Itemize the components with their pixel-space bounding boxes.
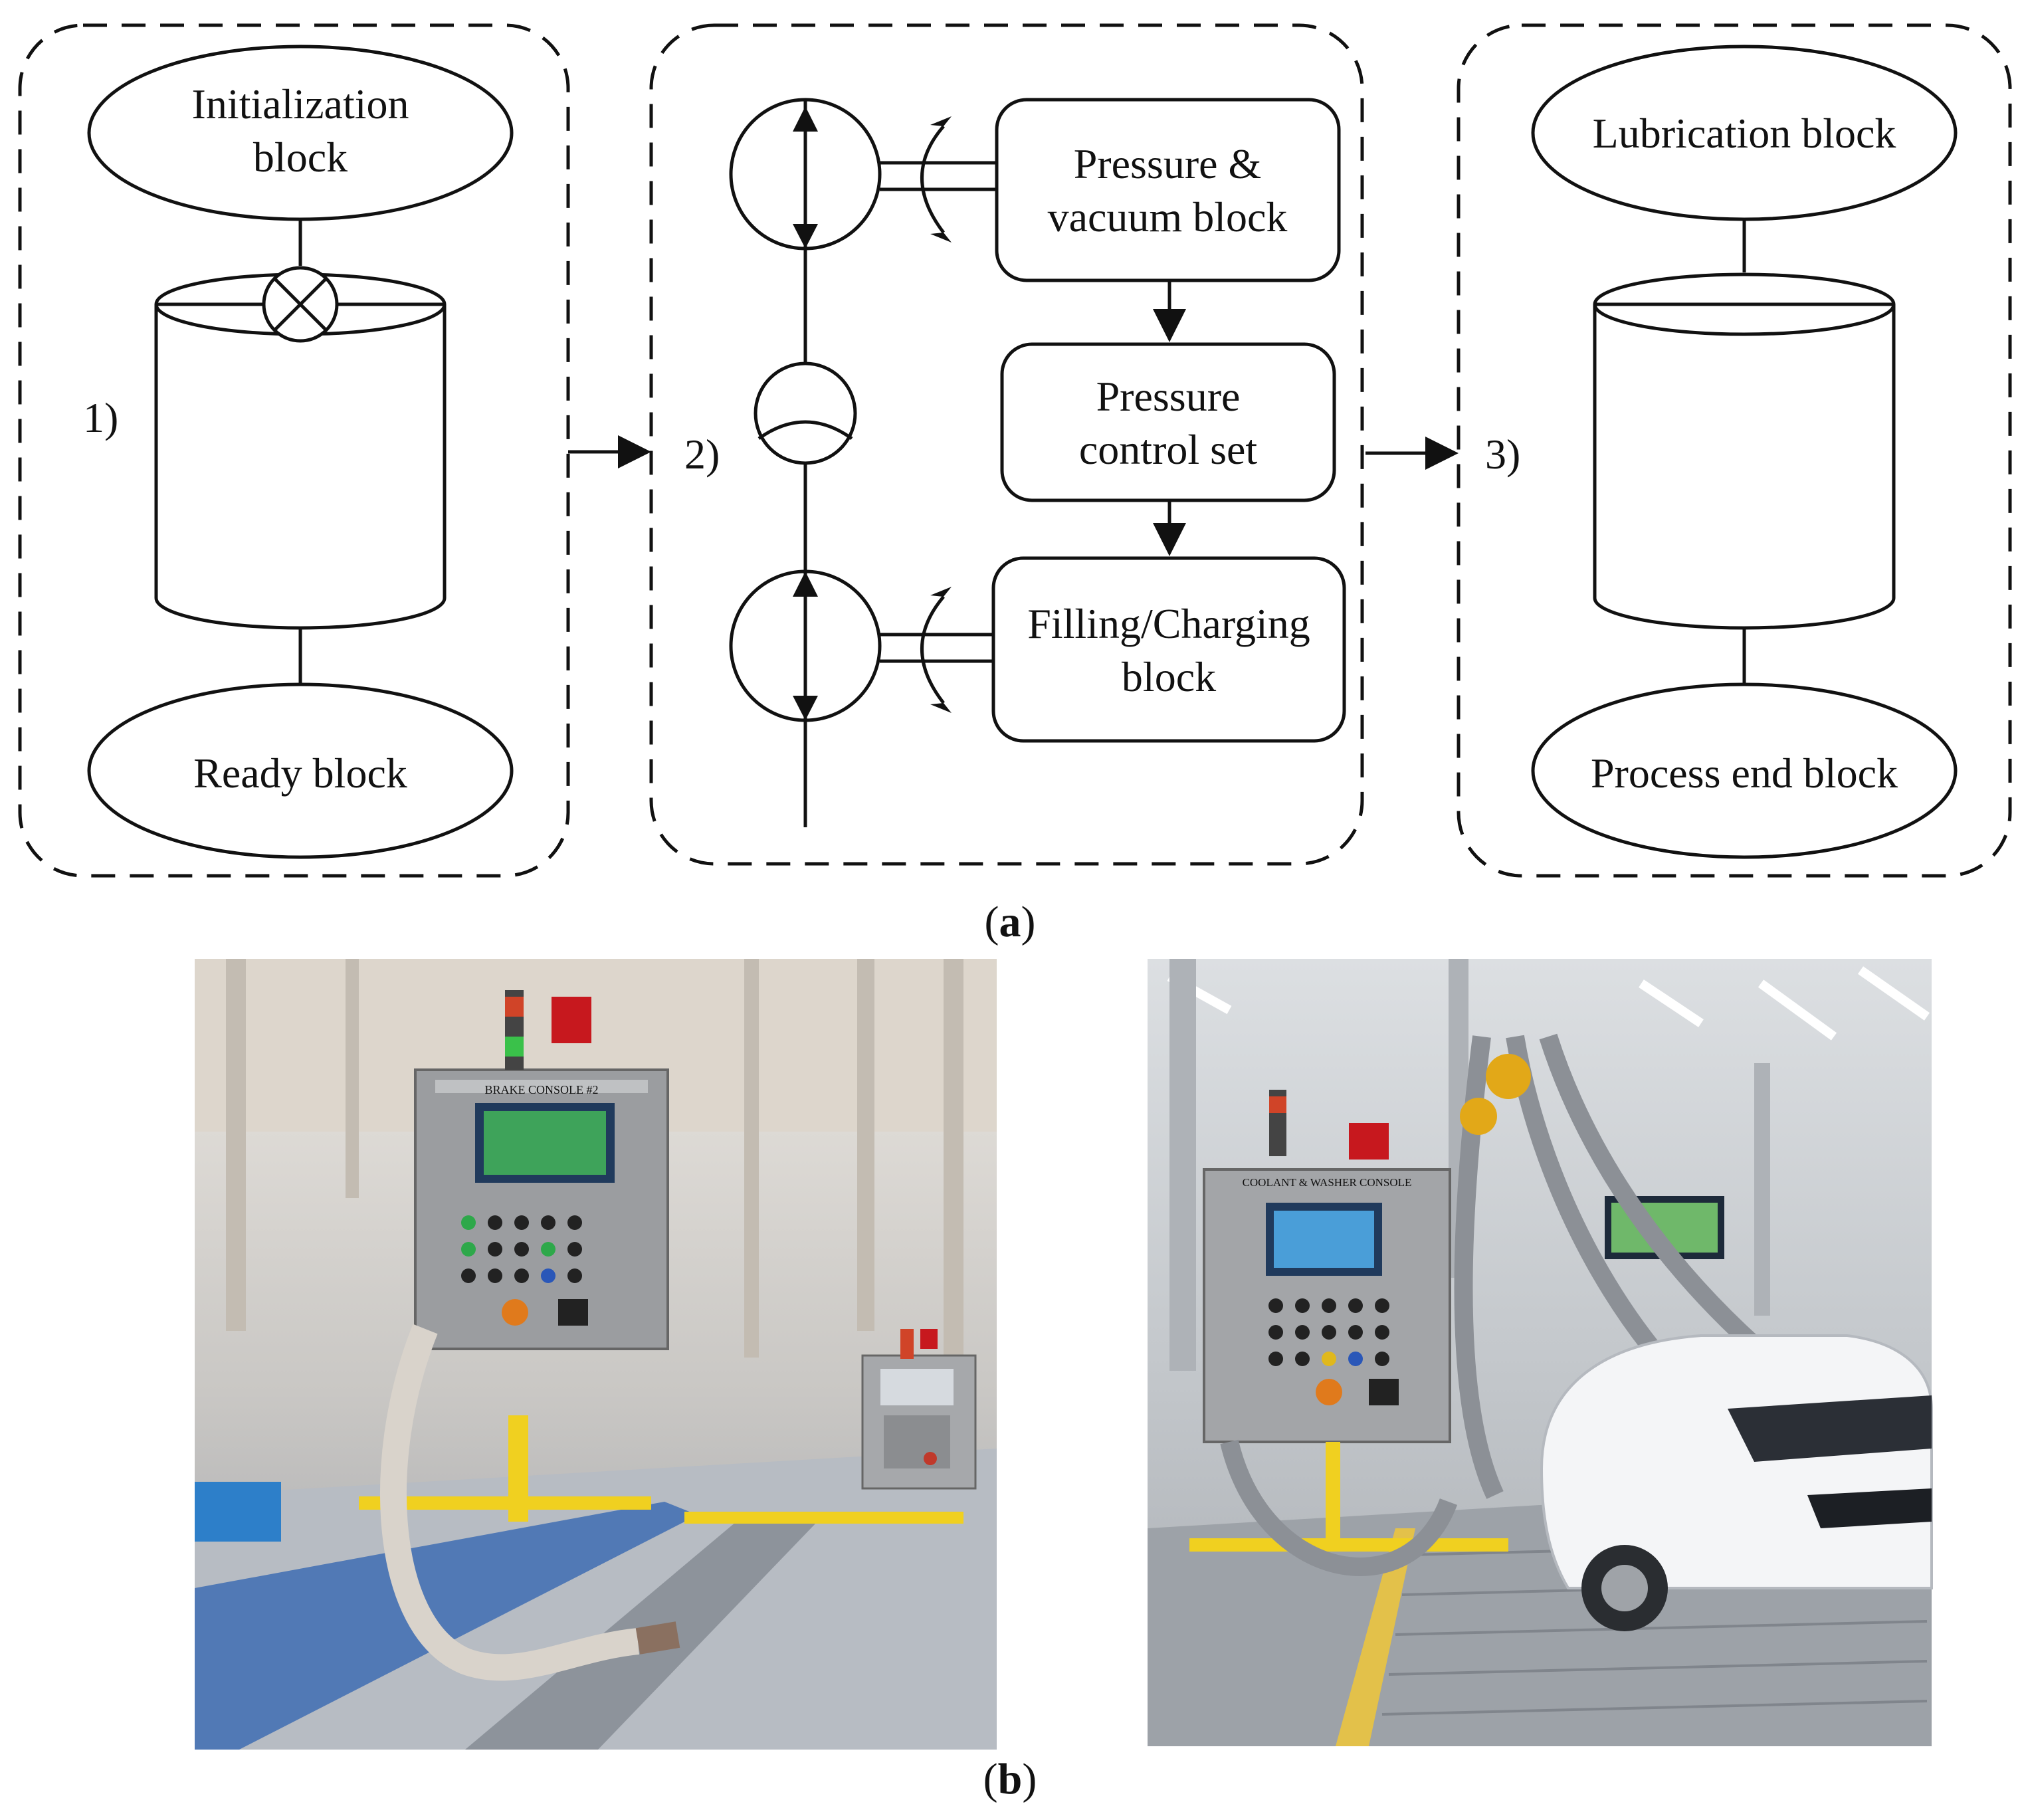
flow-meter-icon — [754, 361, 857, 465]
stage-3-dashed-border — [1457, 23, 2012, 878]
ready-block-ellipse — [87, 682, 514, 859]
pressure-control-set-line2: control set — [1079, 426, 1258, 473]
pump-icon — [729, 569, 993, 722]
ready-block-label: Ready block — [193, 750, 407, 797]
left-console-label: BRAKE CONSOLE #2 — [484, 1083, 598, 1096]
tank-cylinder — [154, 304, 447, 630]
lubrication-block-label: Lubrication block — [1593, 110, 1896, 157]
pressure-control-set-box — [1000, 342, 1336, 502]
initialization-block-ellipse — [87, 45, 514, 221]
left-photo-brake-console: BRAKE CONSOLE #2 — [195, 959, 997, 1750]
pressure-vacuum-block-box — [995, 98, 1341, 282]
stage-1-dashed-border — [18, 23, 570, 878]
stage-1-group: Initialization block 1) Ready block — [18, 23, 570, 878]
initialization-block-label-line1: Initialization — [192, 80, 409, 128]
pressure-vacuum-block-line2: vacuum block — [1048, 193, 1288, 241]
panel-b-caption-letter: b — [997, 1755, 1023, 1803]
pump-icon — [729, 98, 997, 251]
right-photo-coolant-console: COOLANT & WASHER CONSOLE — [1148, 959, 1933, 1746]
filling-charging-block-box — [991, 556, 1346, 743]
tank-cylinder — [1593, 304, 1896, 630]
filling-charging-block-line2: block — [1122, 653, 1216, 700]
process-end-block-ellipse — [1531, 682, 1958, 859]
panel-a-caption: (a) — [984, 898, 1036, 946]
pressure-control-set-line1: Pressure — [1096, 373, 1241, 420]
initialization-block-label-line2: block — [253, 134, 348, 181]
stage-2-dashed-border — [649, 23, 1364, 866]
panel-a-caption-letter: a — [999, 898, 1021, 946]
filling-charging-block-line1: Filling/Charging — [1027, 600, 1310, 647]
stage-2-group: 2) — [649, 23, 1364, 866]
stage-3-group: 3) Lubrication block Process end block — [1457, 23, 2012, 878]
panel-b-caption: (b) — [983, 1755, 1037, 1803]
pressure-vacuum-block-line1: Pressure & — [1074, 140, 1262, 187]
stage-3-number: 3) — [1485, 431, 1520, 478]
right-console-label: COOLANT & WASHER CONSOLE — [1243, 1176, 1412, 1189]
stage-1-number: 1) — [83, 394, 118, 441]
valve-icon — [262, 266, 339, 343]
stage-2-number: 2) — [684, 431, 720, 478]
process-end-block-label: Process end block — [1591, 750, 1898, 797]
